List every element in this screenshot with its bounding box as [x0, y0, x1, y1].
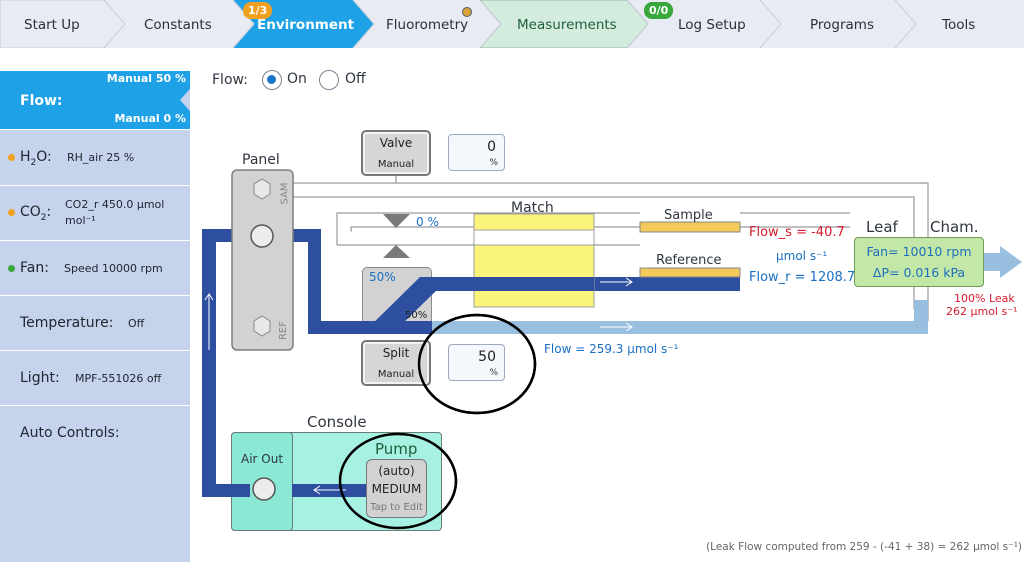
valve-down-triangle — [383, 214, 410, 228]
light-value: MPF-551026 off — [75, 372, 162, 385]
panel-body — [231, 169, 294, 351]
valve-mode: Manual — [377, 159, 415, 170]
leak-footnote: (Leak Flow computed from 259 - (-41 + 38… — [706, 541, 1022, 553]
split-percent-bottom: 50% — [405, 310, 428, 321]
flow-value-top: Manual 50 % — [106, 72, 186, 85]
chamber-label: Cham. — [930, 218, 979, 236]
sidebar-item-fan[interactable]: Fan: Speed 10000 rpm — [0, 241, 190, 296]
air-out-label: Air Out — [241, 452, 284, 466]
tab-programs[interactable]: Programs — [810, 17, 874, 33]
sidebar-item-light[interactable]: Light: MPF-551026 off — [0, 351, 190, 406]
valve-value: 0 — [487, 139, 496, 155]
h2o-value: RH_air 25 % — [67, 151, 135, 164]
fan-status-dot — [8, 265, 15, 272]
split-value: 50 — [478, 349, 496, 365]
split-percent-top: 50% — [369, 270, 396, 284]
flow-off-radio[interactable] — [319, 70, 339, 90]
ref-label: REF — [278, 320, 290, 341]
sidebar: Manual 50 % Flow: Manual 0 % H2O: RH_air… — [0, 71, 190, 562]
sample-cell — [639, 221, 741, 233]
reference-cell — [639, 267, 741, 278]
console-label: Console — [307, 413, 367, 431]
tab-environment-badge: 1/3 — [243, 2, 273, 19]
pump-label: Pump — [375, 440, 418, 458]
sidebar-item-auto-controls[interactable]: Auto Controls: — [0, 406, 190, 461]
leak-flow: 262 µmol s⁻¹ — [946, 305, 1018, 318]
leaf-fan-value: Fan= 10010 rpm — [866, 244, 972, 259]
temperature-value: Off — [128, 317, 145, 330]
sidebar-item-flow[interactable]: Manual 50 % Flow: Manual 0 % — [0, 71, 190, 130]
tab-start-up[interactable]: Start Up — [24, 17, 80, 33]
flow-toggle-label: Flow: — [212, 72, 248, 88]
split-button[interactable]: Split Manual — [361, 340, 431, 386]
valve-unit: % — [489, 158, 498, 168]
sidebar-item-co2[interactable]: CO2: CO2_r 450.0 µmol mol⁻¹ — [0, 186, 190, 241]
ref-nut-icon — [253, 315, 271, 337]
tab-constants[interactable]: Constants — [144, 17, 212, 33]
panel-air-port — [250, 224, 274, 248]
panel-label: Panel — [242, 152, 280, 168]
split-unit: % — [489, 368, 498, 378]
fan-value: Speed 10000 rpm — [64, 262, 163, 275]
sidebar-item-temperature[interactable]: Temperature: Off — [0, 296, 190, 351]
pump-hint: Tap to Edit — [370, 502, 423, 513]
air-out-box — [231, 432, 293, 531]
valve-button[interactable]: Valve Manual — [361, 130, 431, 176]
tab-log-setup[interactable]: Log Setup — [678, 17, 746, 33]
total-flow-value: Flow = 259.3 µmol s⁻¹ — [544, 342, 679, 356]
leaf-dp-value: ΔP= 0.016 kPa — [872, 265, 966, 280]
tab-bar: Start Up Constants Environment 1/3 Fluor… — [0, 0, 1024, 48]
sam-label: SAM — [279, 182, 291, 205]
split-title: Split — [382, 346, 410, 360]
sidebar-item-flow-label: Flow: — [20, 93, 63, 109]
sidebar-item-h2o-label: H2O: — [20, 149, 52, 168]
split-mode: Manual — [377, 369, 415, 380]
pump-speed: MEDIUM — [371, 482, 422, 496]
sidebar-item-temperature-label: Temperature: — [20, 315, 114, 331]
flow-r-value: Flow_r = 1208.7 — [749, 270, 856, 285]
pump-button[interactable]: (auto) MEDIUM Tap to Edit — [366, 459, 427, 518]
sidebar-item-fan-label: Fan: — [20, 260, 49, 276]
match-box — [473, 213, 595, 308]
flow-pointer-icon — [180, 89, 190, 111]
sidebar-item-co2-label: CO2: — [20, 204, 52, 223]
tab-fluorometry[interactable]: Fluorometry — [386, 17, 469, 33]
return-tube-riser — [914, 300, 928, 334]
tab-environment[interactable]: Environment — [257, 17, 355, 33]
flow-off-label[interactable]: Off — [345, 71, 366, 87]
tab-measurements[interactable]: Measurements — [517, 17, 617, 33]
tab-log-setup-badge: 0/0 — [644, 2, 674, 19]
leaf-chamber-box[interactable]: Fan= 10010 rpm ΔP= 0.016 kPa — [854, 237, 984, 287]
chamber-out-arrow — [984, 246, 1022, 278]
split-value-field[interactable]: 50 % — [448, 344, 505, 381]
flow-s-value: Flow_s = -40.7 — [749, 225, 845, 240]
fluorometry-status-dot — [462, 7, 472, 17]
match-label: Match — [511, 200, 554, 216]
co2-status-dot — [8, 209, 15, 216]
sidebar-item-h2o[interactable]: H2O: RH_air 25 % — [0, 130, 190, 186]
flow-s-unit: µmol s⁻¹ — [776, 249, 828, 263]
leak-percent: 100% Leak — [954, 292, 1015, 305]
sam-nut-icon — [253, 178, 271, 200]
sidebar-item-light-label: Light: — [20, 370, 60, 386]
flow-value-bottom: Manual 0 % — [114, 112, 186, 125]
flow-on-radio[interactable] — [262, 70, 282, 90]
reference-label: Reference — [656, 253, 722, 268]
valve-title: Valve — [379, 136, 413, 150]
valve-up-triangle — [383, 245, 410, 258]
sidebar-item-auto-controls-label: Auto Controls: — [20, 425, 120, 441]
co2-value-line1: CO2_r 450.0 µmol — [65, 198, 165, 211]
h2o-status-dot — [8, 154, 15, 161]
tab-tools[interactable]: Tools — [942, 17, 976, 33]
valve-percent: 0 % — [416, 215, 439, 229]
co2-value-line2: mol⁻¹ — [65, 214, 96, 227]
valve-value-field[interactable]: 0 % — [448, 134, 505, 171]
leaf-label: Leaf — [866, 218, 898, 236]
flow-on-label[interactable]: On — [287, 71, 307, 87]
pump-mode: (auto) — [378, 464, 415, 478]
sample-label: Sample — [664, 208, 713, 223]
